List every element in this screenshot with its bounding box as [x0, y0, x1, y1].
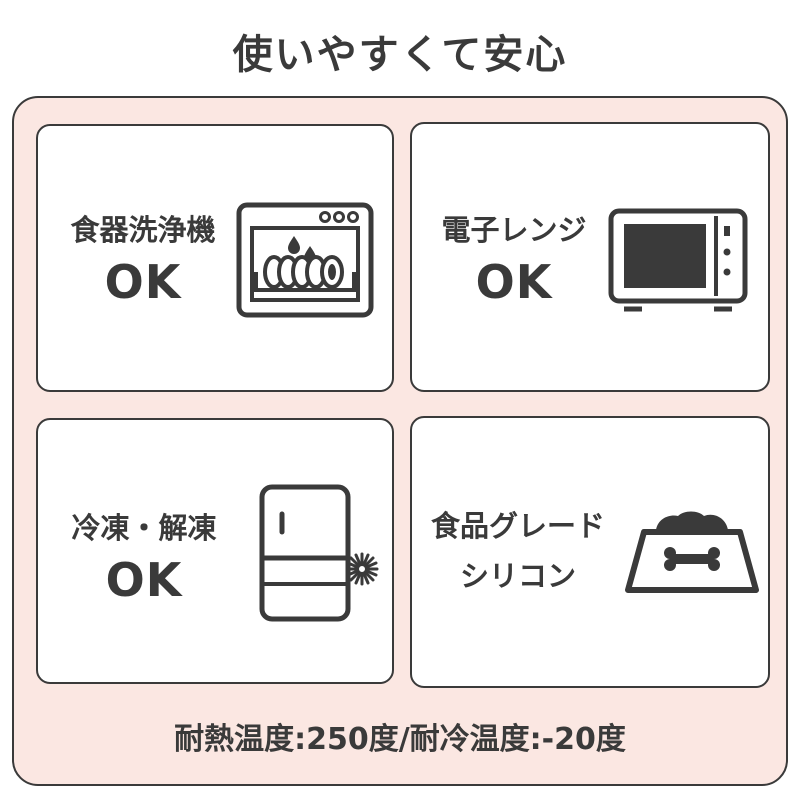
card-label: 冷凍・解凍 [71, 511, 217, 545]
card-label: 電子レンジ [441, 213, 587, 247]
card-ok: OK [105, 553, 183, 607]
pet-bowl-icon [625, 511, 759, 593]
card-label-line2: シリコン [459, 559, 576, 593]
card-ok: OK [104, 255, 182, 309]
card-microwave: 電子レンジ OK [410, 122, 770, 392]
card-label: 食器洗浄機 [70, 213, 216, 247]
temperature-range-text: 耐熱温度:250度/耐冷温度:-20度 [174, 722, 626, 757]
page-title: 使いやすくて安心 [232, 32, 568, 78]
refrigerator-icon [259, 484, 379, 622]
card-dishwasher: 食器洗浄機 OK [36, 124, 394, 392]
card-label: 食品グレード [430, 509, 605, 543]
dishwasher-icon [236, 202, 374, 318]
card-ok: OK [475, 255, 553, 309]
card-freezer: 冷凍・解凍 OK [36, 418, 394, 684]
microwave-icon [608, 208, 748, 312]
card-silicone: 食品グレード シリコン [410, 416, 770, 688]
